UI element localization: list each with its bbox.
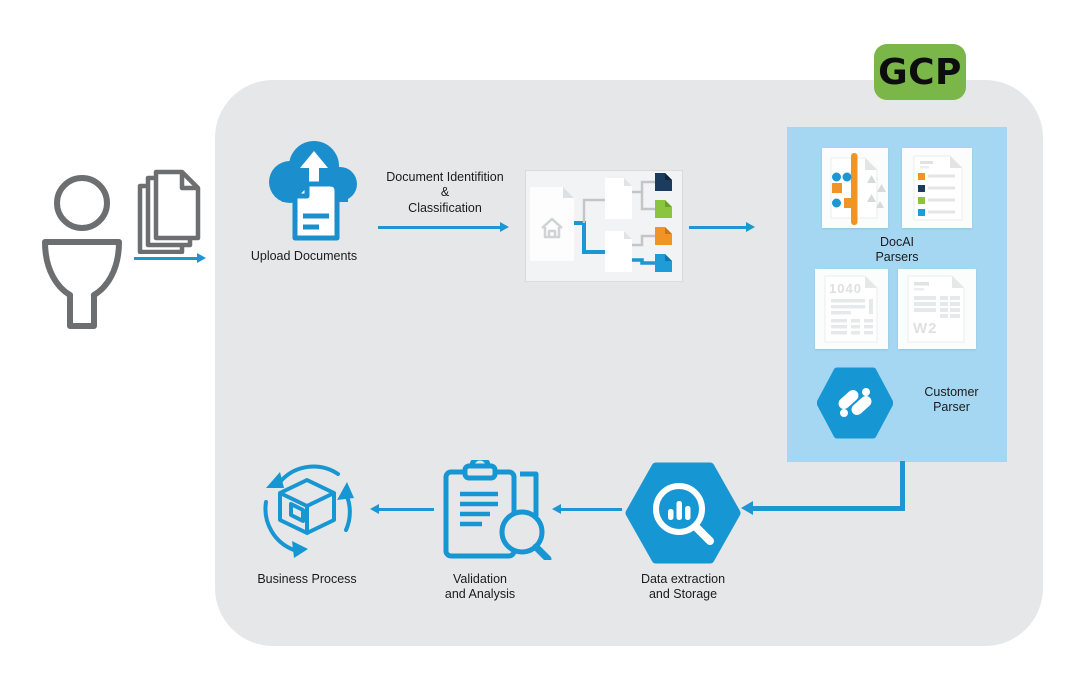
classification-diagram <box>525 170 683 282</box>
parser-panel: DocAI Parsers 1040 <box>787 127 1007 462</box>
form-w2-tile: W2 <box>898 269 976 349</box>
classified-doc-orange-icon <box>655 227 672 245</box>
form-1040-text: 1040 <box>829 281 862 296</box>
flow-arrow-person-to-upload <box>134 253 206 263</box>
classified-doc-blue-icon <box>655 254 672 272</box>
connector-panel-down <box>900 461 905 508</box>
form-1040-icon: 1040 <box>824 275 878 343</box>
docai-parsers-label: DocAI Parsers <box>875 235 919 265</box>
upload-documents-label: Upload Documents <box>250 249 358 263</box>
connector-panel-arrowhead <box>741 501 753 515</box>
connector-panel-left <box>752 506 905 511</box>
documents-stack-icon <box>137 169 201 254</box>
business-process-label: Business Process <box>257 572 357 586</box>
classified-doc-green-icon <box>655 200 672 218</box>
gcp-badge-label: GCP <box>878 51 962 93</box>
validation-clipboard-icon <box>443 460 552 560</box>
form-w2-icon: W2 <box>907 275 965 343</box>
branch-document-top-icon <box>605 178 632 219</box>
validation-label: Validation and Analysis <box>444 572 516 602</box>
splitter-parser-tile <box>822 148 888 228</box>
classified-doc-navy-icon <box>655 173 672 191</box>
flow-arrow-validation-to-business <box>370 504 434 514</box>
data-extraction-label: Data extraction and Storage <box>640 572 726 602</box>
extractor-parser-icon <box>913 155 963 221</box>
gcp-badge: GCP <box>874 44 966 100</box>
person-icon <box>42 175 122 329</box>
form-w2-text: W2 <box>913 320 938 337</box>
identification-label: Document Identifition & Classification <box>386 170 504 215</box>
branch-document-bottom-icon <box>605 231 632 272</box>
flow-arrow-extraction-to-validation <box>552 504 622 514</box>
bigquery-hexagon-icon <box>625 462 741 564</box>
flow-arrow-upload-to-classification <box>378 222 509 232</box>
source-document-icon <box>530 187 574 261</box>
form-1040-tile: 1040 <box>815 269 888 349</box>
customer-parser-label: Customer Parser <box>924 385 979 415</box>
document-ai-hexagon-icon <box>817 367 893 439</box>
business-process-icon <box>263 464 354 558</box>
splitter-parser-icon <box>830 153 886 225</box>
upload-cloud-icon <box>269 141 357 241</box>
extractor-parser-tile <box>902 148 972 228</box>
flow-arrow-classification-to-parsers <box>689 222 755 232</box>
